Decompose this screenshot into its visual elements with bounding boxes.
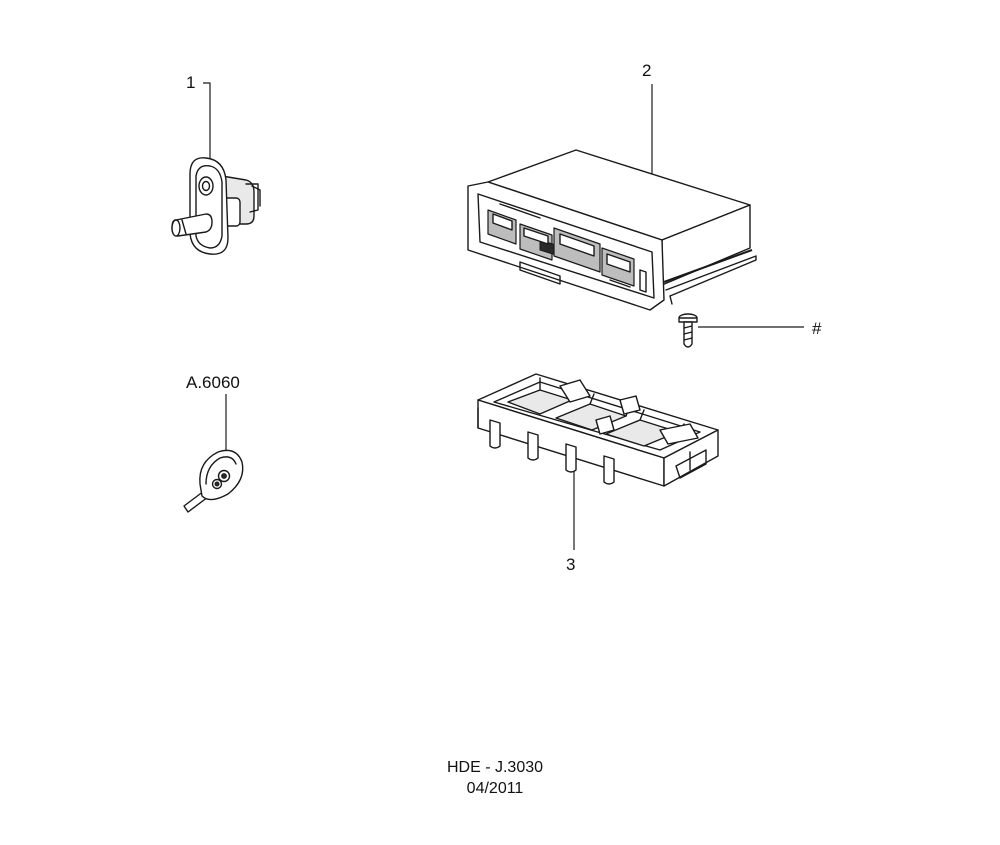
leader-part-1 [203, 82, 211, 158]
fastener-part [678, 313, 804, 348]
mounting-tray-part [477, 373, 719, 550]
callout-part-2: 2 [642, 61, 652, 80]
control-unit-part [467, 84, 757, 311]
door-switch-part [171, 82, 261, 255]
key-part [183, 394, 244, 513]
diagram-date: 04/2011 [466, 780, 524, 797]
callout-part-1: 1 [186, 73, 196, 92]
callout-fastener: # [812, 319, 822, 338]
callout-key-ref: A.6060 [186, 373, 240, 392]
callout-part-3: 3 [566, 555, 576, 574]
diagram-reference: HDE - J.3030 [446, 759, 544, 776]
